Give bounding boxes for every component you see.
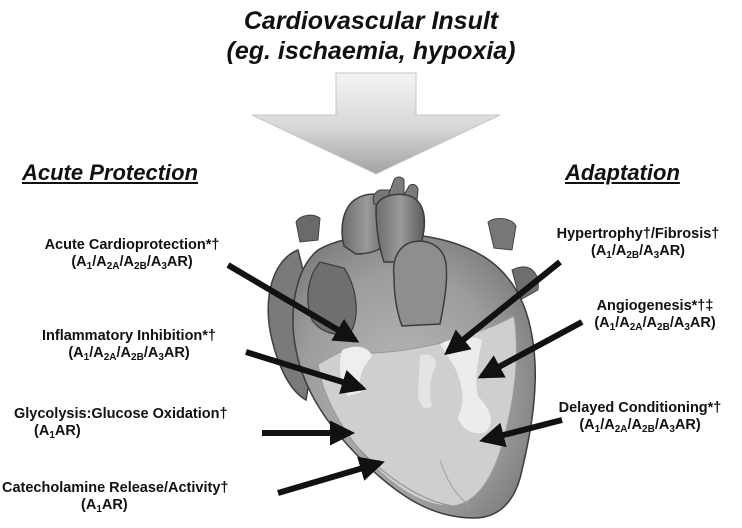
receptor-text: AR bbox=[166, 253, 188, 270]
receptor-text: A bbox=[599, 314, 610, 331]
receptor-subscript: 2A bbox=[106, 260, 120, 272]
receptor-text: /A bbox=[669, 314, 685, 331]
receptor-text: /A bbox=[611, 242, 627, 259]
receptor-text: /A bbox=[146, 253, 162, 270]
receptor-subscript: 1 bbox=[83, 351, 90, 363]
receptor-subscript: 3 bbox=[158, 351, 164, 363]
receptor-text: /A bbox=[143, 344, 159, 361]
receptor-subscript: 1 bbox=[49, 429, 55, 441]
arrow-inflammatory-inhibition bbox=[245, 349, 367, 395]
label-hypertrophy-fibrosis: Hypertrophy†/Fibrosis† (A1/A2B/A3AR) bbox=[540, 226, 736, 261]
arrow-acute-cardioprotection bbox=[226, 262, 360, 343]
receptor-text: /A bbox=[627, 416, 643, 433]
heart-illustration bbox=[267, 176, 539, 519]
receptor-subscript: 2B bbox=[657, 321, 670, 333]
receptor-text: AR bbox=[674, 416, 696, 433]
label-receptors: (A1/A2A/A2B/A3AR) bbox=[68, 344, 190, 363]
receptor-subscript: 3 bbox=[669, 423, 675, 435]
receptor-text: AR bbox=[689, 314, 711, 331]
label-receptors: (A1AR) bbox=[81, 496, 128, 515]
receptor-text: /A bbox=[116, 344, 132, 361]
receptor-text: /A bbox=[642, 314, 658, 331]
receptor-text: A bbox=[38, 422, 50, 439]
receptor-subscript: 1 bbox=[594, 423, 601, 435]
receptor-text: AR bbox=[54, 422, 76, 439]
receptor-text: A bbox=[584, 416, 595, 433]
pointer-arrows bbox=[226, 259, 584, 496]
receptor-text: AR bbox=[163, 344, 185, 361]
receptor-subscript: 1 bbox=[96, 503, 102, 515]
label-inflammatory-inhibition: Inflammatory Inhibition*† (A1/A2A/A2B/A3… bbox=[10, 328, 248, 363]
label-glycolysis: Glycolysis:Glucose Oxidation† (A1AR) bbox=[14, 406, 228, 441]
title-line-1: Cardiovascular Insult bbox=[243, 7, 499, 35]
receptor-subscript: 2B bbox=[642, 423, 655, 435]
receptor-text: /A bbox=[600, 416, 615, 433]
label-name: Inflammatory Inhibition*† bbox=[41, 328, 216, 344]
receptor-text: /A bbox=[639, 242, 654, 259]
arrow-hypertrophy bbox=[444, 259, 562, 356]
label-catecholamine: Catecholamine Release/Activity† (A1AR) bbox=[2, 480, 229, 515]
label-name: Acute Cardioprotection*† bbox=[44, 237, 220, 253]
arrow-catecholamine bbox=[277, 456, 385, 496]
receptor-subscript: 3 bbox=[684, 321, 690, 333]
label-acute-cardioprotection: Acute Cardioprotection*† (A1/A2A/A2B/A3A… bbox=[14, 237, 250, 272]
title-line-2: (eg. ischaemia, hypoxia) bbox=[226, 37, 516, 65]
receptor-subscript: 1 bbox=[606, 249, 612, 261]
receptor-subscript: 3 bbox=[653, 249, 660, 261]
receptor-text: /A bbox=[89, 344, 104, 361]
label-name: Angiogenesis*†‡ bbox=[596, 298, 714, 314]
section-heading-acute-protection: Acute Protection bbox=[22, 160, 199, 185]
label-receptors: (A1/A2B/A3AR) bbox=[590, 242, 686, 261]
arrow-angiogenesis bbox=[477, 319, 584, 379]
receptor-text: A bbox=[85, 496, 97, 513]
receptor-subscript: 1 bbox=[86, 260, 93, 272]
receptor-subscript: 1 bbox=[609, 321, 616, 333]
receptor-text: /A bbox=[92, 253, 107, 270]
label-receptors: (A1/A2A/A2B/A3AR) bbox=[594, 314, 716, 333]
receptor-subscript: 2A bbox=[103, 351, 117, 363]
label-angiogenesis: Angiogenesis*†‡ (A1/A2A/A2B/A3AR) bbox=[572, 298, 738, 333]
receptor-subscript: 2A bbox=[629, 321, 643, 333]
label-delayed-conditioning: Delayed Conditioning*† (A1/A2A/A2B/A3AR) bbox=[542, 400, 738, 435]
arrow-delayed-conditioning bbox=[479, 417, 563, 448]
receptor-text: A bbox=[76, 253, 87, 270]
receptor-subscript: 2A bbox=[614, 423, 628, 435]
receptor-text: A bbox=[595, 242, 607, 259]
receptor-subscript: 2B bbox=[626, 249, 640, 261]
receptor-subscript: 2B bbox=[134, 260, 147, 272]
label-receptors: (A1/A2A/A2B/A3AR) bbox=[579, 416, 701, 435]
label-name: Glycolysis:Glucose Oxidation† bbox=[14, 406, 228, 422]
receptor-subscript: 2B bbox=[131, 351, 144, 363]
receptor-text: /A bbox=[654, 416, 670, 433]
receptor-text: /A bbox=[119, 253, 135, 270]
receptor-text: AR bbox=[101, 496, 123, 513]
section-heading-adaptation: Adaptation bbox=[565, 160, 680, 185]
receptor-text: A bbox=[73, 344, 84, 361]
label-name: Hypertrophy†/Fibrosis† bbox=[556, 226, 720, 242]
receptor-text: /A bbox=[615, 314, 630, 331]
receptor-text: AR bbox=[659, 242, 681, 259]
label-name: Catecholamine Release/Activity† bbox=[2, 480, 229, 496]
label-receptors: (A1/A2A/A2B/A3AR) bbox=[71, 253, 193, 272]
down-arrow-icon bbox=[251, 72, 501, 175]
label-receptors: (A1AR) bbox=[34, 422, 81, 441]
label-name: Delayed Conditioning*† bbox=[558, 400, 722, 416]
receptor-subscript: 3 bbox=[161, 260, 167, 272]
